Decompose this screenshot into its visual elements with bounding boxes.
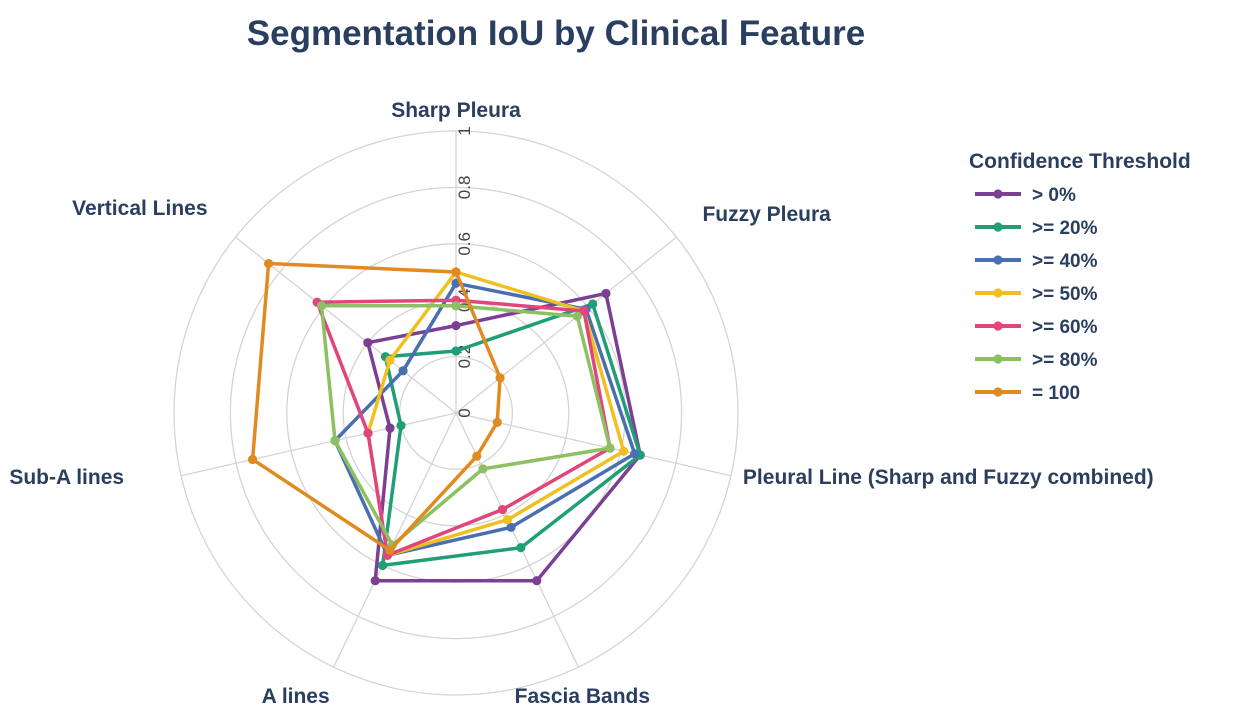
series-point (377, 560, 388, 571)
series-point (605, 443, 615, 453)
radial-tick-label: 1 (455, 126, 474, 135)
legend-item[interactable]: = 100 (975, 383, 1080, 404)
series-point (363, 338, 373, 348)
series-point (532, 576, 542, 586)
series-point (247, 454, 258, 465)
series-point (451, 320, 461, 331)
legend-item[interactable]: >= 20% (975, 218, 1098, 239)
chart-title: Segmentation IoU by Clinical Feature (246, 14, 866, 53)
legend-swatch-marker (993, 189, 1003, 199)
series-point (363, 428, 373, 438)
series-point (370, 576, 380, 586)
axis-label: Vertical Lines (72, 197, 207, 220)
series-group (363, 288, 645, 586)
series-point (478, 464, 488, 474)
axis-label: Sub-A lines (9, 466, 124, 489)
series-point (506, 522, 516, 532)
radial-tick-label: 0.8 (455, 176, 474, 200)
legend: Confidence Threshold > 0% >= 20% >= 40% >= … (969, 150, 1191, 404)
series-point (451, 301, 461, 311)
series-point (495, 373, 505, 383)
series-point (572, 311, 582, 321)
series-line (319, 303, 612, 547)
series-group (316, 301, 615, 550)
series-point (630, 449, 640, 459)
legend-item[interactable]: >= 40% (975, 251, 1098, 272)
series-line (366, 291, 642, 583)
series-line (333, 281, 637, 558)
series-point (385, 355, 395, 365)
legend-label: > 0% (1032, 185, 1076, 206)
series-point (619, 446, 629, 456)
legend-swatch-marker (993, 255, 1003, 265)
series-group (247, 258, 505, 555)
series-layer (247, 258, 645, 586)
series-line (366, 270, 626, 558)
axis-label: Fuzzy Pleura (702, 203, 831, 226)
legend-swatch-marker (993, 387, 1003, 397)
spoke-1 (455, 236, 677, 414)
series-point (497, 504, 508, 515)
series-point (492, 417, 502, 428)
series-point (263, 258, 274, 269)
spoke-layer (180, 131, 732, 668)
series-point (451, 267, 461, 277)
axis-label: Pleural Line (Sharp and Fuzzy combined) (743, 466, 1154, 489)
series-point (588, 299, 598, 309)
spoke-4 (333, 412, 457, 668)
axis-label: Fascia Bands (515, 685, 650, 708)
legend-item[interactable]: >= 80% (975, 350, 1098, 371)
legend-swatch-marker (993, 321, 1003, 331)
series-point (316, 301, 327, 311)
series-line (315, 298, 612, 558)
radial-tick-label: 0 (455, 408, 474, 417)
legend-item[interactable]: >= 50% (975, 284, 1098, 305)
legend-label: >= 20% (1032, 218, 1098, 239)
series-point (472, 451, 482, 461)
series-point (516, 543, 526, 553)
legend-label: >= 40% (1032, 251, 1098, 272)
spoke-6 (235, 236, 457, 414)
legend-label: >= 80% (1032, 350, 1098, 371)
series-point (451, 346, 461, 356)
axis-label: A lines (262, 685, 330, 708)
spoke-3 (455, 412, 579, 668)
legend-swatch-marker (993, 288, 1003, 298)
legend-label: >= 50% (1032, 284, 1098, 305)
legend-label: = 100 (1032, 383, 1080, 404)
legend-title: Confidence Threshold (969, 150, 1191, 173)
legend-item[interactable]: >= 60% (975, 317, 1098, 338)
series-point (601, 288, 611, 299)
series-point (579, 306, 589, 316)
series-point (396, 420, 406, 431)
spoke-2 (455, 412, 732, 477)
series-group (312, 295, 615, 560)
series-point (385, 423, 395, 433)
legend-items: > 0% >= 20% >= 40% >= 50% >= 60% >= 80% = 100 (975, 185, 1098, 404)
axis-label: Sharp Pleura (391, 99, 521, 122)
radial-tick-label: 0.6 (455, 232, 474, 256)
legend-swatch-marker (993, 354, 1003, 364)
legend-item[interactable]: > 0% (975, 185, 1076, 206)
spoke-5 (180, 412, 457, 477)
series-point (398, 366, 408, 376)
series-point (502, 515, 512, 525)
legend-swatch-marker (993, 222, 1003, 232)
legend-label: >= 60% (1032, 317, 1098, 338)
series-line (250, 261, 502, 552)
series-point (385, 545, 395, 555)
series-point (330, 436, 340, 446)
